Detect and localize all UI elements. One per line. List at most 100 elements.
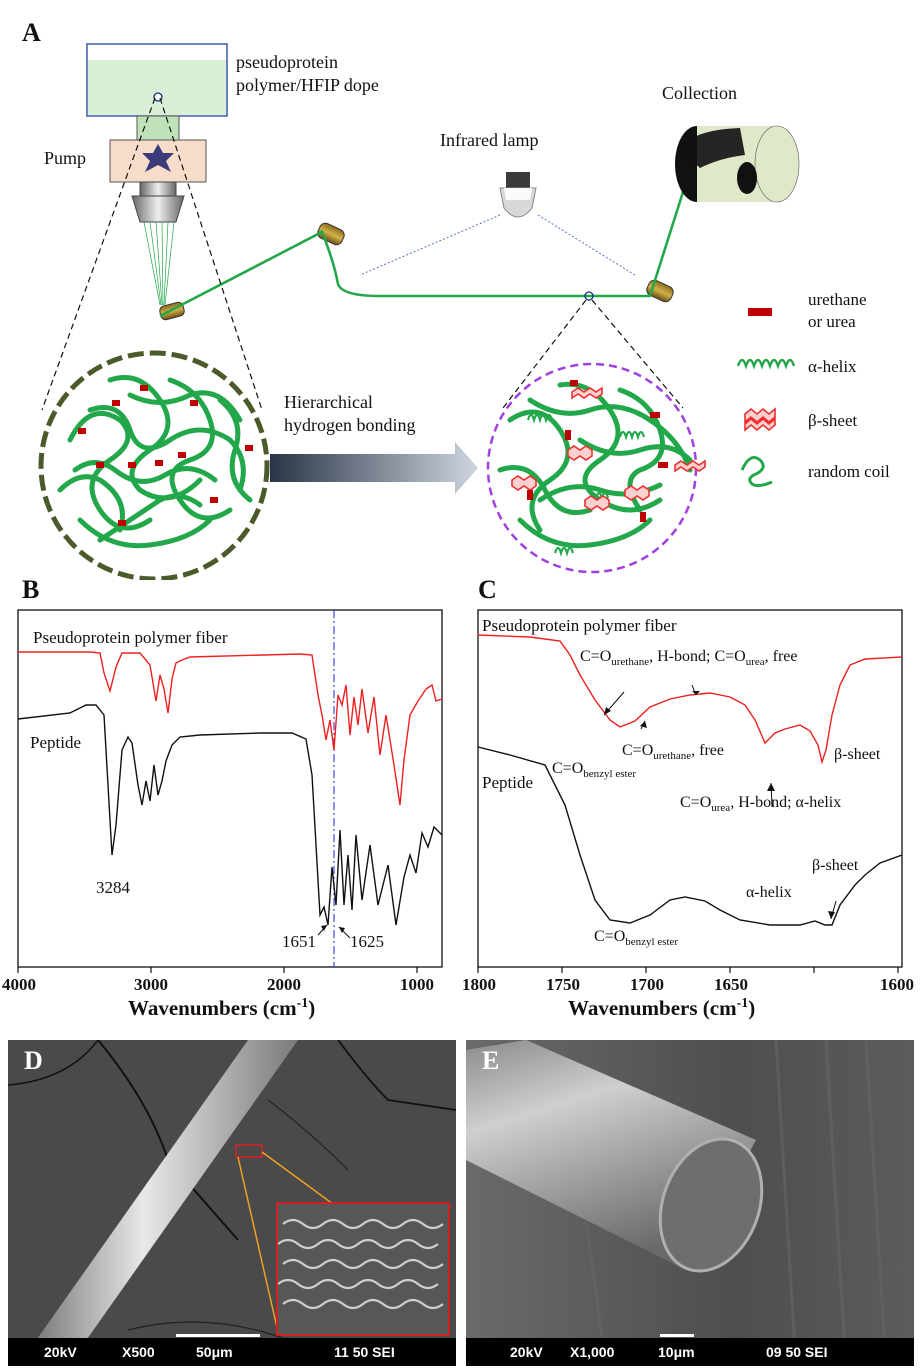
sem-d-scale: 50μm [196, 1344, 233, 1360]
c-xlabel: Wavenumbers (cm-1) [568, 996, 755, 1021]
c-hbond-e: , free [764, 648, 798, 665]
collection-drum [675, 125, 800, 203]
legend-urethane-icon [748, 308, 772, 316]
peptide-trace-b [17, 704, 443, 926]
panel-label-a: A [22, 18, 41, 47]
collection-label: Collection [662, 83, 737, 103]
c-tick-1750: 1750 [546, 975, 580, 994]
fiber-path [159, 169, 692, 318]
lamp-label: Infrared lamp [440, 130, 539, 150]
c-hbond-b: urethane [611, 656, 650, 669]
sem-d-scalebar [176, 1334, 260, 1337]
b-xlabel: Wavenumbers (cm-1) [128, 996, 315, 1021]
c-annotation-benzyl-bottom: C=Obenzyl ester [594, 928, 678, 948]
b-tick-1000: 1000 [400, 975, 434, 994]
dope-label-1: pseudoprotein [236, 52, 338, 72]
b-tick-3000: 3000 [134, 975, 168, 994]
sem-e-scale: 10μm [658, 1344, 695, 1360]
fiber-trace-b [18, 651, 443, 806]
c-uf-c: , free [691, 742, 724, 759]
b-annotation-1625: 1625 [350, 932, 384, 951]
legend-helix-icon [736, 358, 796, 370]
sem-d-kv: 20kV [44, 1344, 77, 1360]
c-hbond-d: urea [745, 656, 765, 669]
sem-image-e: E 20kV X1,000 10μm 09 50 SEI [466, 1040, 914, 1366]
infrared-lamp-icon [499, 172, 537, 218]
c-benzyl-top-a: C=O [552, 760, 584, 777]
panel-label-d: D [24, 1046, 43, 1075]
c-annotation-urea-hbond: C=Ourea, H-bond; α-helix [680, 794, 841, 814]
c-benzyl-bottom-b: benzyl ester [625, 936, 679, 949]
b-tick-4000: 4000 [2, 975, 36, 994]
legend-sheet-icon [744, 407, 776, 432]
legend-urethane-label-2: or urea [808, 312, 856, 331]
c-hbond-c: , H-bond; C=O [649, 648, 746, 665]
c-tick-1600: 1600 [880, 975, 914, 994]
sem-d-inset-svg [278, 1218, 444, 1310]
sem-d-svg [8, 1040, 456, 1366]
fiber-trace-c [477, 634, 903, 765]
c-uh-c: , H-bond; α-helix [730, 794, 842, 811]
c-uh-a: C=O [680, 794, 712, 811]
pump-label: Pump [44, 148, 87, 168]
sem-e-svg [466, 1040, 914, 1366]
sem-d-info-bar: 20kV X500 50μm 11 50 SEI [8, 1334, 456, 1366]
b-annotation-3284: 3284 [96, 878, 130, 897]
c-tick-1650: 1650 [714, 975, 748, 994]
dope-fluid [88, 60, 226, 115]
legend-coil-label: random coil [808, 462, 890, 481]
c-benzyl-bottom-a: C=O [594, 928, 626, 945]
sem-e-fiber-end [658, 1137, 764, 1273]
b-annotation-1651: 1651 [282, 932, 316, 951]
sem-image-d: D 20kV X500 50μm 11 50 SEI [8, 1040, 456, 1366]
bonding-label-2: hydrogen bonding [284, 415, 416, 435]
legend-urethane-label-1: urethane [808, 290, 867, 309]
roller-3 [646, 279, 674, 303]
b-tick-2000: 2000 [267, 975, 301, 994]
b-xlabel-sup: -1 [296, 996, 309, 1011]
ftir-spectrum-b [17, 609, 443, 973]
legend-helix-label: α-helix [808, 357, 857, 376]
panel-label-b: B [22, 575, 40, 604]
panel-label-e: E [482, 1046, 500, 1075]
c-annotation-sheet-top: β-sheet [834, 746, 881, 763]
transition-arrow [270, 442, 478, 494]
c-xlabel-end: ) [748, 996, 756, 1020]
pump-star-icon [142, 144, 174, 172]
c-tick-1700: 1700 [630, 975, 664, 994]
c-peptide-label: Peptide [482, 773, 533, 792]
c-annotation-sheet-bottom: β-sheet [812, 857, 859, 874]
schematic-svg [38, 43, 800, 580]
c-xlabel-text: Wavenumbers (cm [568, 996, 737, 1020]
dope-label-2: polymer/HFIP dope [236, 75, 379, 95]
c-tick-1800: 1800 [462, 975, 496, 994]
c-benzyl-top-b: benzyl ester [583, 768, 637, 781]
sem-e-kv: 20kV [510, 1344, 543, 1360]
sem-e-scalebar [660, 1334, 694, 1337]
b-xlabel-end: ) [308, 996, 316, 1020]
c-uf-a: C=O [622, 742, 654, 759]
c-xlabel-sup: -1 [736, 996, 749, 1011]
sem-e-mag: X1,000 [570, 1344, 615, 1360]
b-fiber-label: Pseudoprotein polymer fiber [33, 628, 228, 647]
c-fiber-label: Pseudoprotein polymer fiber [482, 616, 677, 635]
sem-d-code: 11 50 SEI [334, 1344, 395, 1360]
c-annotation-hbond: C=Ourethane, H-bond; C=Ourea, free [580, 648, 798, 668]
random-coil-cross-section [38, 350, 270, 580]
sem-d-inset [276, 1202, 450, 1336]
b-peptide-label: Peptide [30, 733, 81, 752]
peptide-trace-c [477, 746, 903, 926]
legend-coil-icon [740, 456, 773, 488]
sem-d-fiber [18, 1040, 298, 1366]
c-annotation-urethane-free: C=Ourethane, free [622, 742, 724, 762]
bonding-label-1: Hierarchical [284, 392, 373, 412]
ordered-cross-section [486, 362, 706, 574]
sem-e-info-bar: 20kV X1,000 10μm 09 50 SEI [466, 1334, 914, 1366]
c-annotation-helix: α-helix [746, 884, 792, 901]
c-uf-b: urethane [653, 750, 692, 763]
b-xlabel-text: Wavenumbers (cm [128, 996, 297, 1020]
sem-d-mag: X500 [122, 1344, 155, 1360]
c-hbond-a: C=O [580, 648, 612, 665]
legend-sheet-label: β-sheet [808, 411, 858, 430]
c-uh-b: urea [711, 802, 731, 815]
